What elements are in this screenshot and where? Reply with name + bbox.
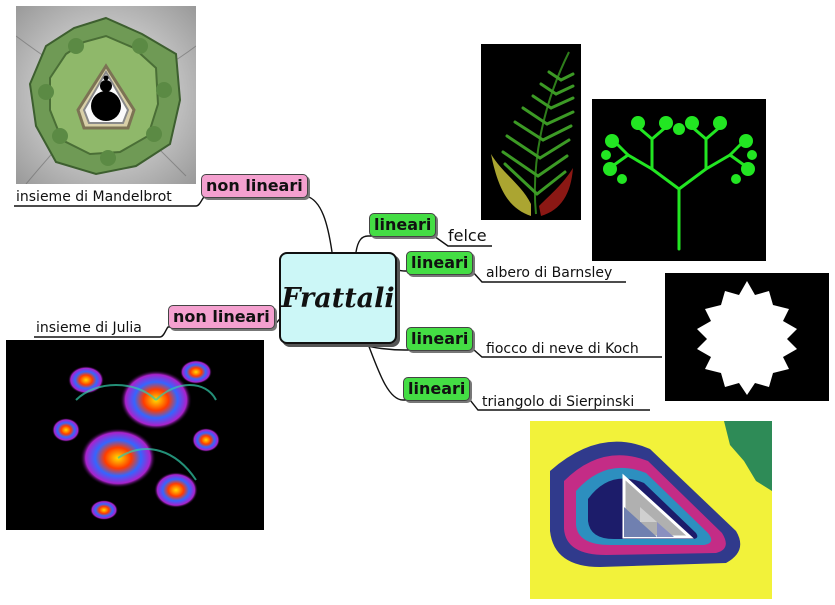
leaf-label-fern[interactable]: felce (448, 226, 487, 245)
category-tag-tree[interactable]: lineari (406, 251, 474, 275)
category-tag-julia[interactable]: non lineari (168, 305, 275, 329)
leaf-label-koch[interactable]: fiocco di neve di Koch (486, 341, 639, 357)
central-node-title[interactable]: Frattali (279, 252, 397, 344)
leaf-label-sierpinski[interactable]: triangolo di Sierpinski (482, 394, 635, 410)
julia-image (6, 340, 264, 530)
mandelbrot-image (16, 6, 196, 184)
category-tag-sierpinski[interactable]: lineari (403, 377, 471, 401)
sierpinski-image (530, 421, 772, 599)
tree-image (592, 99, 766, 261)
leaf-label-mandelbrot[interactable]: insieme di Mandelbrot (16, 189, 172, 205)
fern-image (481, 44, 581, 220)
leaf-label-julia[interactable]: insieme di Julia (36, 320, 142, 336)
leaf-label-tree[interactable]: albero di Barnsley (486, 265, 613, 281)
category-tag-mandelbrot[interactable]: non lineari (201, 174, 308, 198)
category-tag-fern[interactable]: lineari (369, 213, 437, 237)
category-tag-koch[interactable]: lineari (406, 327, 474, 351)
koch-snowflake-image (665, 273, 829, 401)
